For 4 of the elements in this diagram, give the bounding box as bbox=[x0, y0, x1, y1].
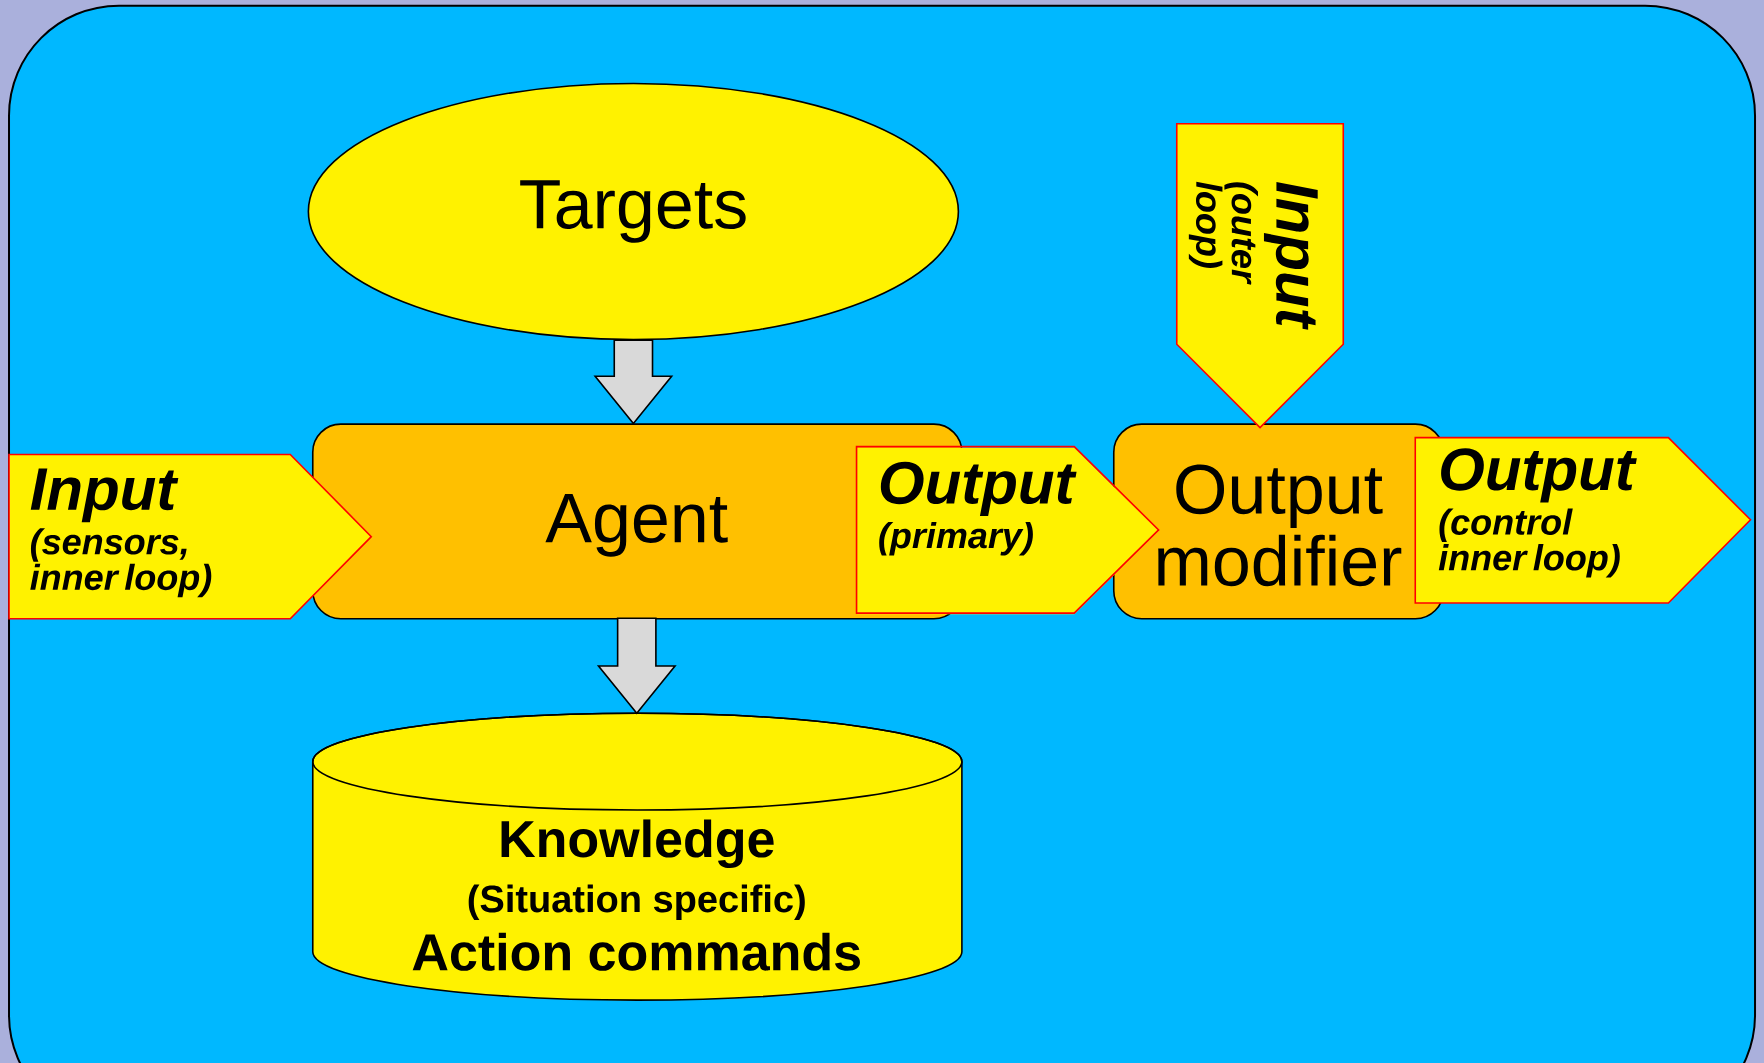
output-label: Output (primary) bbox=[857, 447, 1159, 615]
block-arrow bbox=[596, 617, 677, 715]
knowledge-cylinder: Knowledge (Situation specific) Action commands bbox=[311, 712, 963, 1001]
block-arrow bbox=[593, 339, 674, 425]
